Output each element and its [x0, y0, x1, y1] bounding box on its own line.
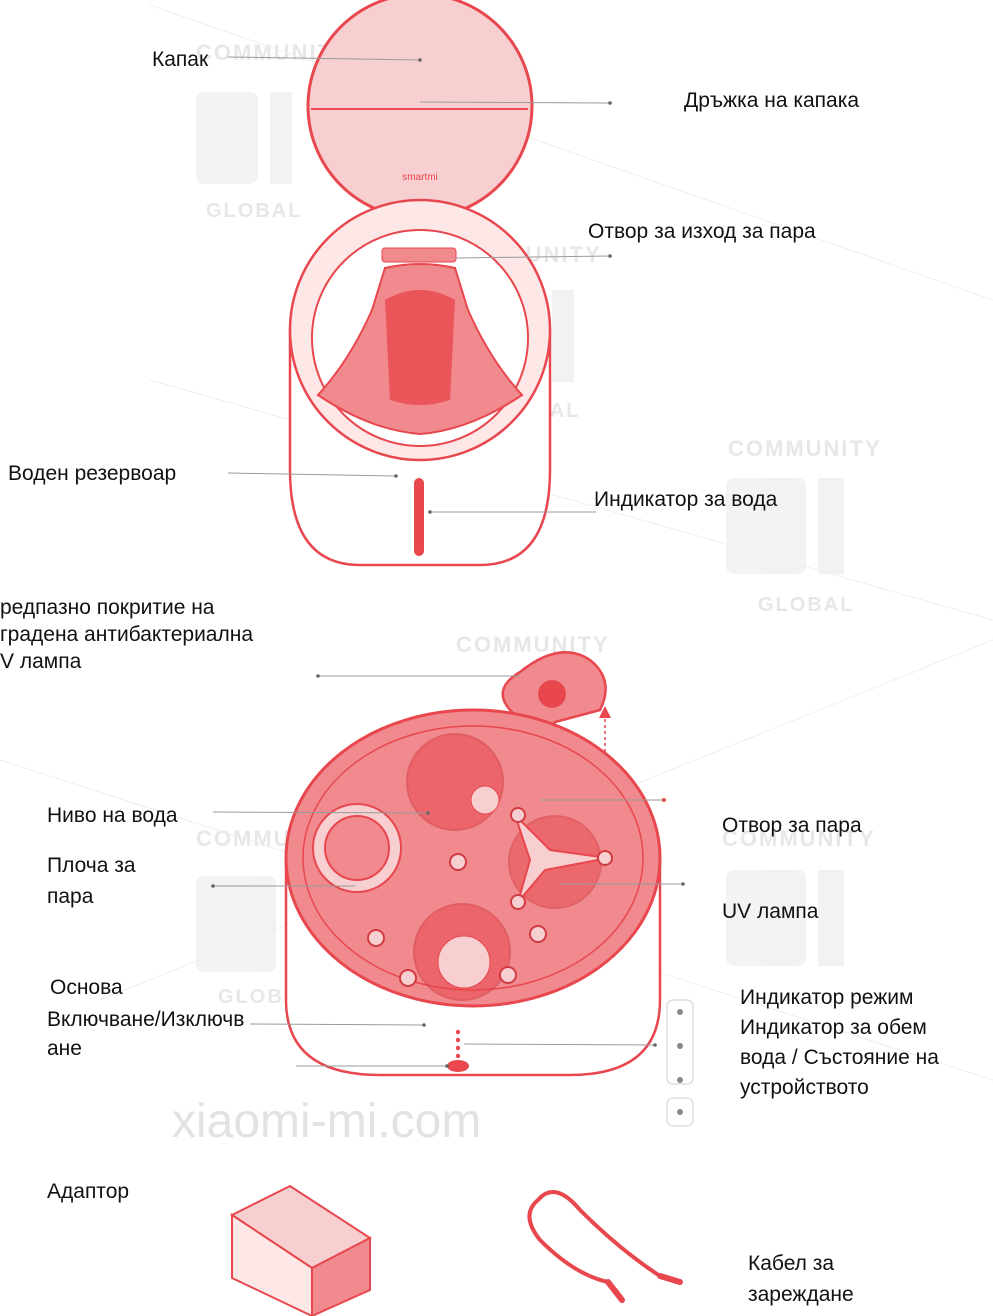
label-water-tank: Воден резервоар — [8, 460, 176, 487]
brand-mark: smartmi — [402, 172, 438, 183]
label-volume-indicator-line-1: Индикатор за обем — [740, 1014, 939, 1041]
label-cable-line-1: Кабел за — [748, 1250, 854, 1277]
label-water-indicator: Индикатор за вода — [594, 486, 777, 513]
label-lid: Капак — [152, 46, 208, 73]
label-steam-plate-line-1: Плоча за — [47, 852, 136, 879]
label-uv-cover: редпазно покритие на градена антибактери… — [0, 594, 253, 675]
label-steam-plate: Плоча за пара — [47, 852, 136, 910]
cable-illustration — [529, 1192, 680, 1300]
label-power-line-2: ане — [47, 1035, 244, 1062]
label-uv-lamp: UV лампа — [722, 898, 818, 925]
adapter-illustration — [232, 1186, 370, 1316]
label-uv-cover-line-2: градена антибактериална — [0, 621, 253, 648]
label-uv-cover-line-1: редпазно покритие на — [0, 594, 253, 621]
water-tank-illustration — [290, 200, 550, 565]
label-adapter: Адаптор — [47, 1178, 129, 1205]
label-cable-line-2: зареждане — [748, 1281, 854, 1308]
label-lid-handle: Дръжка на капака — [684, 87, 859, 114]
label-volume-indicator-line-3: устройството — [740, 1074, 939, 1101]
lid-illustration: smartmi — [308, 0, 532, 218]
label-volume-indicator: Индикатор за обем вода / Състояние на ус… — [740, 1014, 939, 1101]
label-steam-hole: Отвор за пара — [722, 812, 862, 839]
label-power-line-1: Включване/Изключв — [47, 1006, 244, 1033]
label-volume-indicator-line-2: вода / Състояние на — [740, 1044, 939, 1071]
label-mode-indicator: Индикатор режим — [740, 984, 913, 1011]
base-illustration — [286, 710, 660, 1075]
label-base: Основа — [50, 974, 123, 1001]
label-cable: Кабел за зареждане — [748, 1250, 854, 1308]
label-steam-plate-line-2: пара — [47, 883, 136, 910]
label-power: Включване/Изключв ане — [47, 1006, 244, 1062]
indicator-panel — [667, 1000, 693, 1126]
label-water-level: Ниво на вода — [47, 802, 178, 829]
label-steam-outlet: Отвор за изход за пара — [588, 218, 816, 245]
label-uv-cover-line-3: V лампа — [0, 648, 253, 675]
